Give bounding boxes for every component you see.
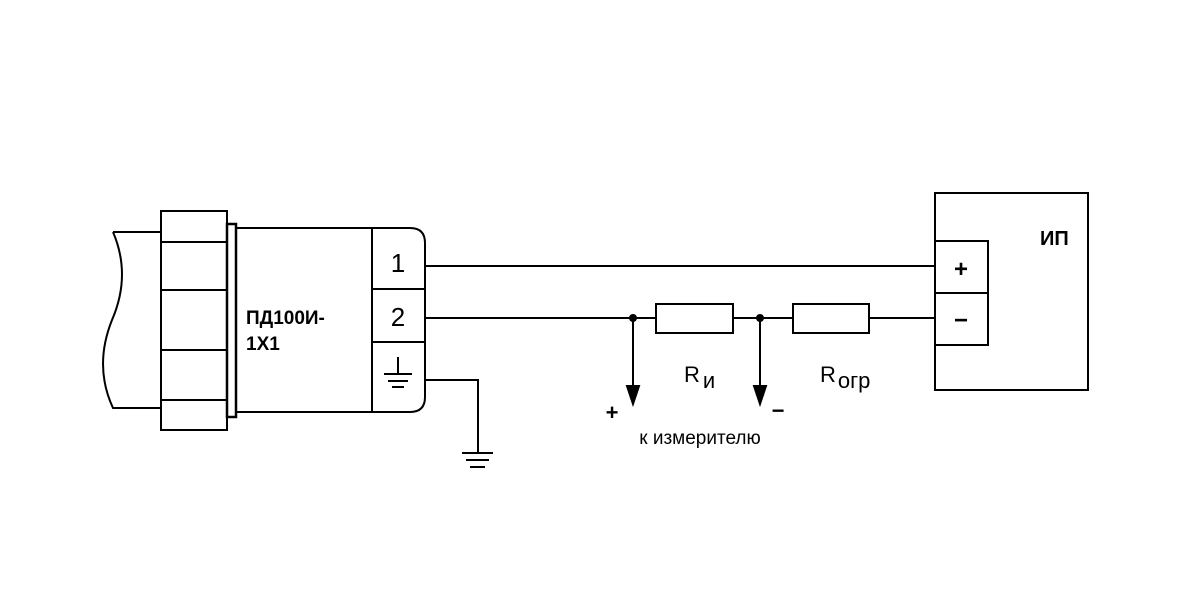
meter-plus: + — [606, 400, 619, 425]
sensor-label-line1: ПД100И- — [246, 308, 325, 329]
power-supply-label: ИП — [1040, 228, 1069, 250]
sensor-body — [235, 227, 426, 413]
power-supply-box — [934, 192, 1089, 391]
power-supply-minus: − — [954, 307, 968, 334]
earth-ground-icon — [462, 452, 493, 468]
flange — [225, 222, 238, 419]
resistor-limit — [792, 303, 870, 334]
meter-minus: − — [772, 398, 785, 423]
ground-wire — [425, 379, 479, 453]
nut — [160, 210, 228, 431]
ground-icon — [384, 357, 412, 388]
terminal-2: 2 — [391, 302, 405, 332]
resistor-limit-label: Rогр — [820, 362, 870, 393]
terminal-1: 1 — [391, 248, 405, 278]
resistor-measure — [655, 303, 734, 334]
sensor-label-line2: 1Х1 — [246, 334, 280, 355]
power-supply-terminals — [934, 240, 989, 346]
terminal-block — [371, 228, 425, 412]
cable — [102, 231, 161, 409]
arrow-down-icon — [752, 385, 768, 408]
arrow-down-icon — [625, 385, 641, 408]
power-supply-plus: + — [954, 256, 968, 283]
meter-label: к измерителю — [639, 428, 761, 449]
